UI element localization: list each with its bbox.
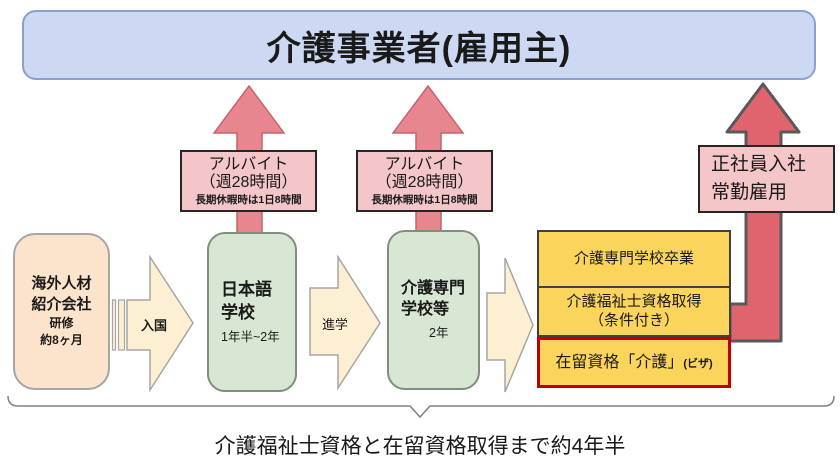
jp-school-duration: 1年半~2年 xyxy=(221,329,280,344)
advance-arrow-label: 進学 xyxy=(321,317,348,332)
employer-box: 介護事業者(雇用主) xyxy=(22,10,816,80)
parttime-1-note: 長期休暇時は1日8時間 xyxy=(195,193,302,206)
visa-main-text: 在留資格「介護」 xyxy=(555,353,684,371)
fulltime-box: 正社員入社 常勤雇用 xyxy=(698,145,835,213)
bottom-brace-icon xyxy=(7,395,835,419)
jp-school-line2: 学校 xyxy=(221,302,255,322)
parttime-2-line2: （週28時間） xyxy=(375,174,474,192)
advance-arrow-icon xyxy=(309,254,381,391)
parttime-1-line1: アルバイト xyxy=(208,156,289,174)
parttime-1-line2: （週28時間） xyxy=(199,174,298,192)
agency-sub2: 約8ヶ月 xyxy=(40,332,83,347)
employer-title: 介護事業者(雇用主) xyxy=(266,29,572,68)
parttime-2-line1: アルバイト xyxy=(384,156,465,174)
parttime-box-2: アルバイト （週28時間） 長期休暇時は1日8時間 xyxy=(356,150,493,212)
care-school-line2: 学校等 xyxy=(401,300,450,318)
agency-line1: 海外人材 xyxy=(31,275,92,293)
jp-school-line1: 日本語 xyxy=(221,280,272,300)
qualification-row-license: 介護福祉士資格取得 （条件付き） xyxy=(537,288,731,337)
agency-box: 海外人材 紹介会社 研修 約8ヶ月 xyxy=(13,233,110,390)
fulltime-line1: 正社員入社 xyxy=(711,153,807,175)
parttime-2-note: 長期休暇時は1日8時間 xyxy=(371,193,478,206)
qualification-row3-text: 在留資格「介護」(ビザ) xyxy=(555,353,712,373)
jp-school-box: 日本語 学校 1年半~2年 xyxy=(207,232,297,392)
fulltime-line2: 常勤雇用 xyxy=(711,182,788,203)
care-school-duration: 2年 xyxy=(429,326,449,341)
to-qualification-arrow-icon xyxy=(486,257,534,393)
parttime-box-1: アルバイト （週28時間） 長期休暇時は1日8時間 xyxy=(180,150,317,212)
qualification-row1-text: 介護専門学校卒業 xyxy=(573,249,694,267)
bottom-caption: 介護福祉士資格と在留資格取得まで約4年半 xyxy=(214,435,626,458)
care-school-line1: 介護専門 xyxy=(401,279,466,297)
qualification-row2-line1: 介護福祉士資格取得 xyxy=(566,292,702,310)
entry-arrow-stripe-icon xyxy=(111,299,117,351)
agency-sub1: 研修 xyxy=(49,315,74,330)
qualification-row-graduation: 介護専門学校卒業 xyxy=(537,230,731,288)
agency-line2: 紹介会社 xyxy=(31,295,92,313)
visa-small-text: (ビザ) xyxy=(683,357,713,370)
qualification-row-visa: 在留資格「介護」(ビザ) xyxy=(537,337,731,388)
qualification-row2-line2: （条件付き） xyxy=(588,311,679,329)
entry-arrow-label: 入国 xyxy=(140,318,167,333)
care-school-box: 介護専門 学校等 2年 xyxy=(387,230,480,390)
entry-arrow-icon xyxy=(126,254,194,393)
entry-arrow-stripe-icon xyxy=(117,299,126,351)
